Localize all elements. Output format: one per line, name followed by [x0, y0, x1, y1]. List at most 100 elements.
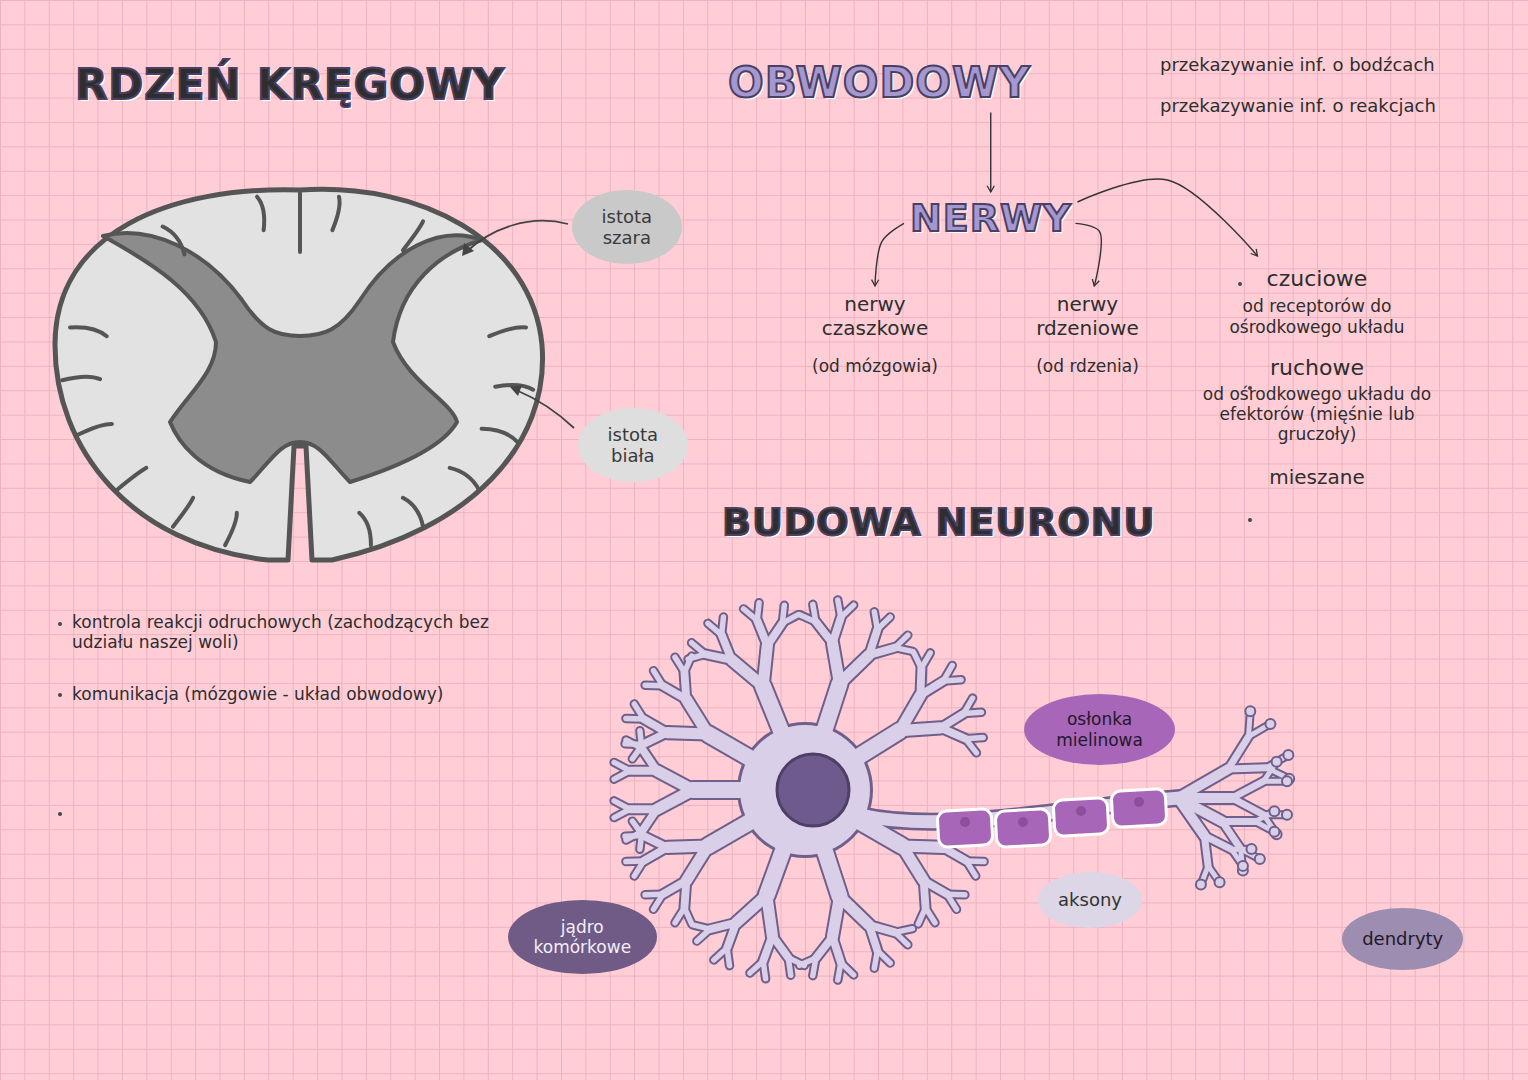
neurite: [941, 728, 966, 739]
neurite: [1228, 737, 1248, 769]
neurite: [840, 655, 869, 683]
heading-node: NERWY: [910, 196, 1071, 242]
myelin-segment: [1111, 789, 1167, 828]
neurite: [902, 846, 924, 881]
node-text: OBWODOWY: [728, 58, 1031, 108]
terminal-bulb: [1265, 719, 1275, 729]
neurite: [869, 925, 877, 951]
neurite: [800, 958, 816, 965]
white-matter-line: [225, 513, 237, 545]
neurite: [941, 728, 966, 739]
node-text: od ośrodkowego układu do efektorów (mięś…: [1198, 384, 1436, 445]
neurite: [614, 762, 630, 770]
neurite: [788, 958, 790, 976]
schwann-nucleus: [1018, 817, 1028, 827]
neurite: [1232, 781, 1263, 798]
white-matter-line: [332, 197, 339, 230]
neurite: [736, 895, 766, 922]
neurite: [900, 728, 941, 731]
node-text: (od rdzenia): [1020, 356, 1155, 376]
grey-matter: [103, 233, 482, 482]
spinal-cord-outline: [55, 189, 543, 560]
title: RDZEŃ KRĘGOWY: [75, 60, 505, 109]
neurite: [626, 858, 644, 864]
myelin-segment: [995, 809, 1051, 848]
neurite: [750, 961, 763, 973]
label-oval: istota biała: [578, 408, 688, 482]
label-oval: aksony: [1038, 872, 1142, 928]
neurite: [763, 645, 767, 686]
arrow-connector: [1077, 179, 1257, 256]
node-text: mieszane: [1198, 465, 1436, 489]
note: przekazywanie inf. o bodźcach: [1160, 54, 1490, 75]
neurite: [1232, 798, 1263, 815]
schwann-nucleus: [1134, 797, 1144, 807]
soma-outline: [737, 722, 873, 858]
node-text: nerwy rdzeniowe: [1020, 292, 1155, 340]
neurite: [840, 655, 869, 683]
neurite: [895, 932, 908, 944]
neurite: [1232, 798, 1263, 815]
white-matter-line: [70, 327, 107, 336]
neurite: [869, 648, 895, 655]
neurite: [924, 881, 926, 908]
neurite: [643, 836, 667, 848]
neurite: [675, 908, 684, 923]
neurite: [630, 805, 657, 813]
neurite: [667, 846, 708, 847]
neuron: [614, 600, 1294, 980]
neurite: [947, 894, 956, 909]
neurite: [874, 951, 877, 969]
neurite: [943, 847, 966, 861]
neurite: [767, 623, 782, 645]
white-matter-line: [359, 513, 371, 545]
neurite: [686, 699, 708, 734]
label-oval: osłonka mielinowa: [1024, 694, 1175, 765]
neurite: [693, 925, 710, 929]
neurite: [833, 617, 841, 643]
neurite: [1232, 781, 1263, 798]
neurite: [841, 605, 854, 617]
neurite: [966, 861, 975, 876]
terminal-bulb: [1196, 880, 1206, 890]
neurite: [767, 623, 782, 645]
label-oval: jądro komórkowe: [508, 900, 657, 974]
neurite: [877, 617, 890, 629]
node-text: dendryty: [1362, 928, 1443, 950]
terminal-bulb: [1245, 706, 1255, 716]
white-matter-line: [403, 221, 423, 250]
neurite: [1204, 836, 1208, 866]
arrowhead: [510, 385, 522, 396]
white-matter-line: [403, 498, 423, 527]
terminal-bulb: [1272, 757, 1282, 767]
neurite: [722, 617, 724, 635]
neurite: [874, 951, 877, 969]
neurite: [1204, 836, 1208, 866]
node-text: jądro komórkowe: [518, 917, 647, 958]
neurite: [877, 617, 890, 629]
neurite: [763, 936, 772, 961]
text-node: nerwy czaszkowe(od mózgowia): [805, 292, 945, 376]
neurite: [833, 897, 840, 937]
terminal-bulb: [1255, 854, 1265, 864]
median-line: [298, 193, 302, 252]
neurite: [838, 963, 841, 981]
terminal-bulb: [1269, 827, 1279, 837]
terminal-bulb: [1238, 861, 1248, 871]
white-matter-line: [450, 468, 479, 490]
bullet-dot: [1248, 518, 1252, 522]
node-text: nerwy czaszkowe: [805, 292, 945, 340]
neurite: [614, 801, 630, 809]
neurite: [640, 731, 642, 749]
section-heading: BUDOWA NEURONU: [722, 500, 1155, 544]
neurite: [692, 643, 706, 654]
neurite: [663, 881, 686, 895]
neurite: [964, 712, 982, 713]
terminal-bulb: [1246, 844, 1256, 854]
terminal-bulb: [1282, 810, 1292, 820]
node-text: od receptorów do ośrodkowego układu: [1198, 296, 1436, 337]
neurite: [667, 846, 708, 847]
white-matter-line: [163, 227, 185, 255]
neurite: [918, 908, 925, 924]
neurite: [782, 615, 798, 623]
